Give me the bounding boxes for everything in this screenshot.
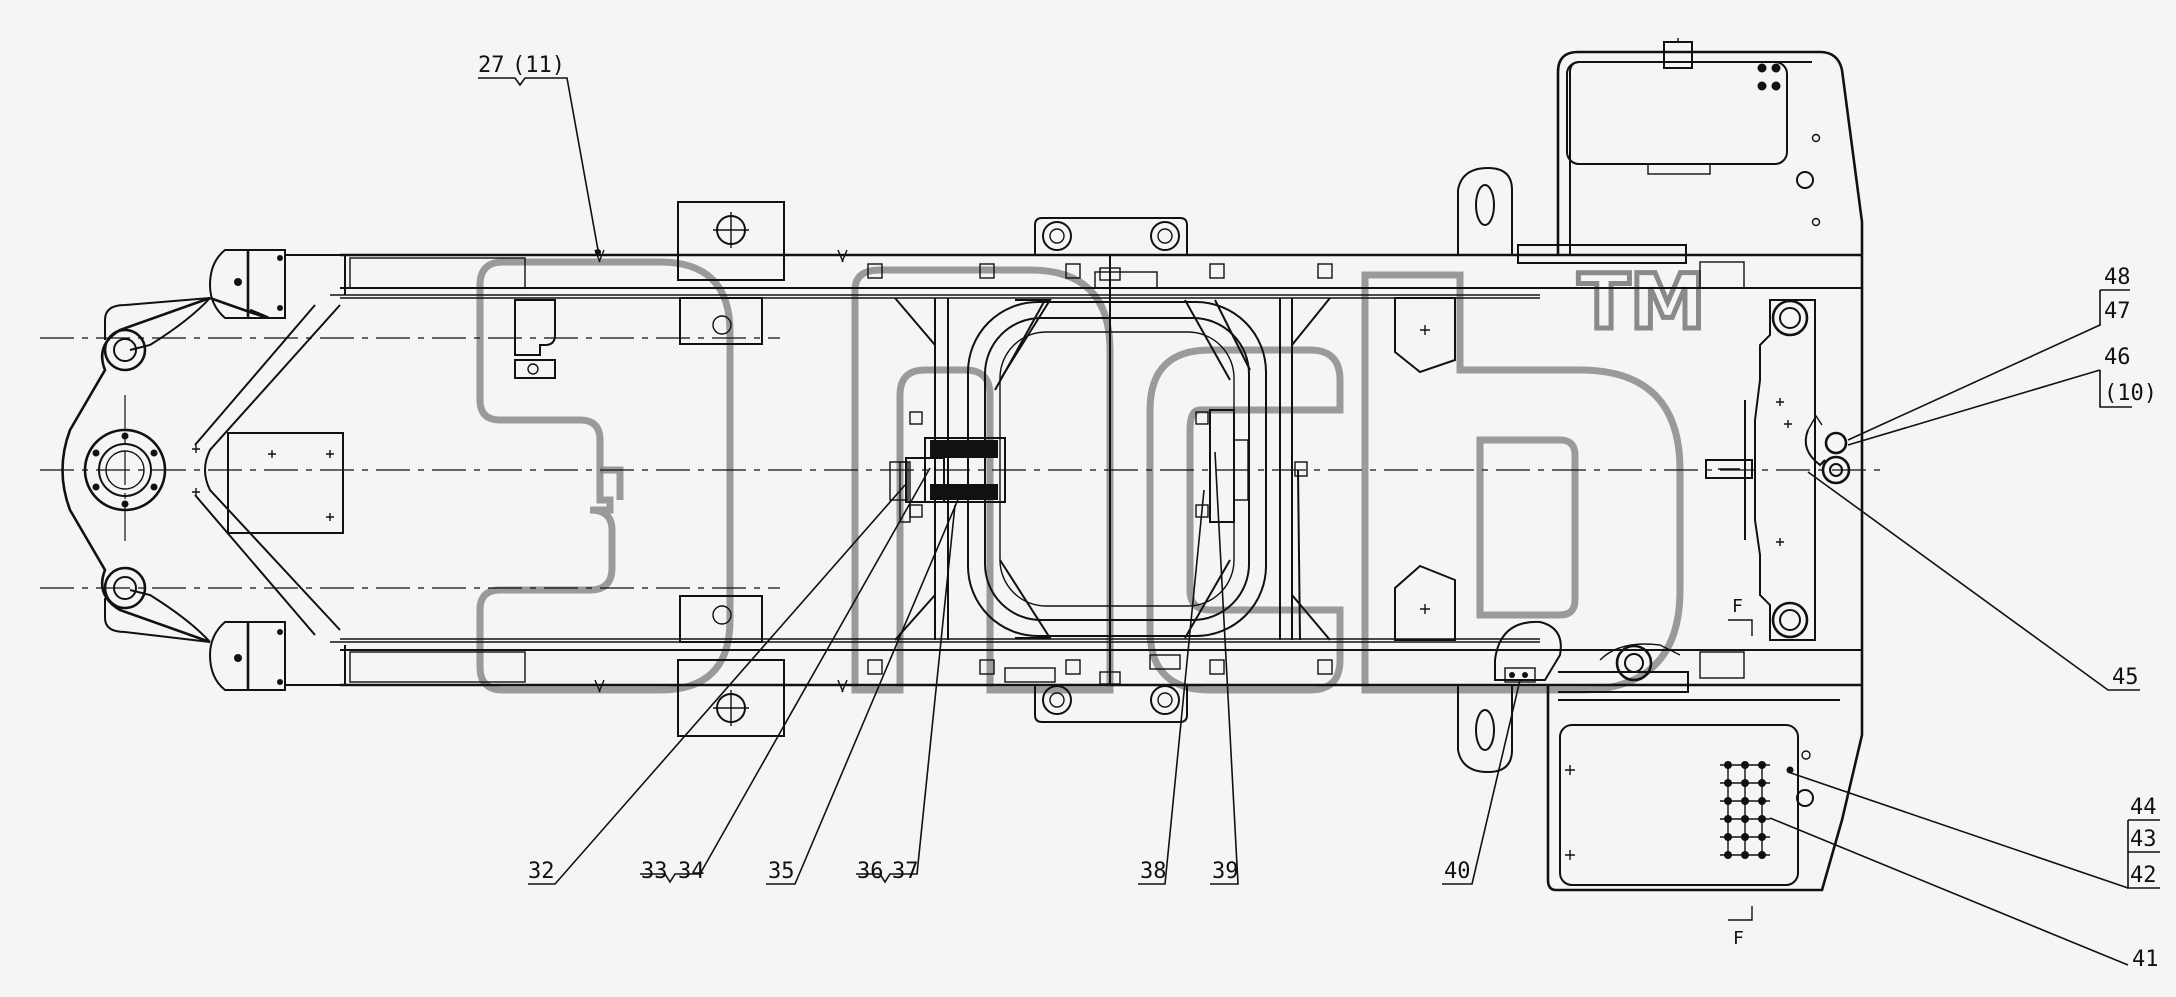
callout-44: 44 — [2130, 795, 2157, 820]
callout-27: 27 — [478, 53, 505, 78]
callout-38: 38 — [1140, 859, 1167, 884]
callout-36: 36 — [857, 859, 884, 884]
front-hitch — [61, 296, 211, 644]
leader-lines — [478, 77, 2160, 966]
callout-48: 48 — [2104, 265, 2131, 290]
view-marks: F F — [1728, 596, 1753, 949]
callout-43: 43 — [2130, 827, 2157, 852]
a-frame — [192, 296, 344, 636]
callout-37: 37 — [892, 859, 919, 884]
callout-33: 33 — [641, 859, 668, 884]
watermark: TM — [476, 255, 1708, 694]
callout-46: 46 — [2104, 345, 2131, 370]
callouts: 27 (11) 48 47 46 (10) 45 44 43 42 41 40 … — [478, 53, 2159, 972]
callout-34: 34 — [678, 859, 705, 884]
callout-40: 40 — [1444, 859, 1471, 884]
callout-27-ref: (11) — [512, 53, 565, 78]
top-right-tank — [1457, 38, 1864, 264]
view-mark-bottom: F — [1733, 928, 1744, 949]
bottom-right-panel — [1457, 620, 1864, 892]
callout-41: 41 — [2132, 947, 2159, 972]
watermark-tm: TM — [1578, 257, 1705, 346]
callout-46-ref: (10) — [2104, 381, 2157, 406]
cross-brackets — [514, 201, 1745, 737]
rear-end — [1599, 299, 1851, 682]
callout-32: 32 — [528, 859, 555, 884]
callout-47: 47 — [2104, 299, 2131, 324]
callout-39: 39 — [1212, 859, 1239, 884]
main-rails — [208, 249, 1864, 691]
callout-45: 45 — [2112, 665, 2139, 690]
view-mark-top: F — [1732, 596, 1743, 617]
callout-42: 42 — [2130, 863, 2157, 888]
callout-35: 35 — [768, 859, 795, 884]
